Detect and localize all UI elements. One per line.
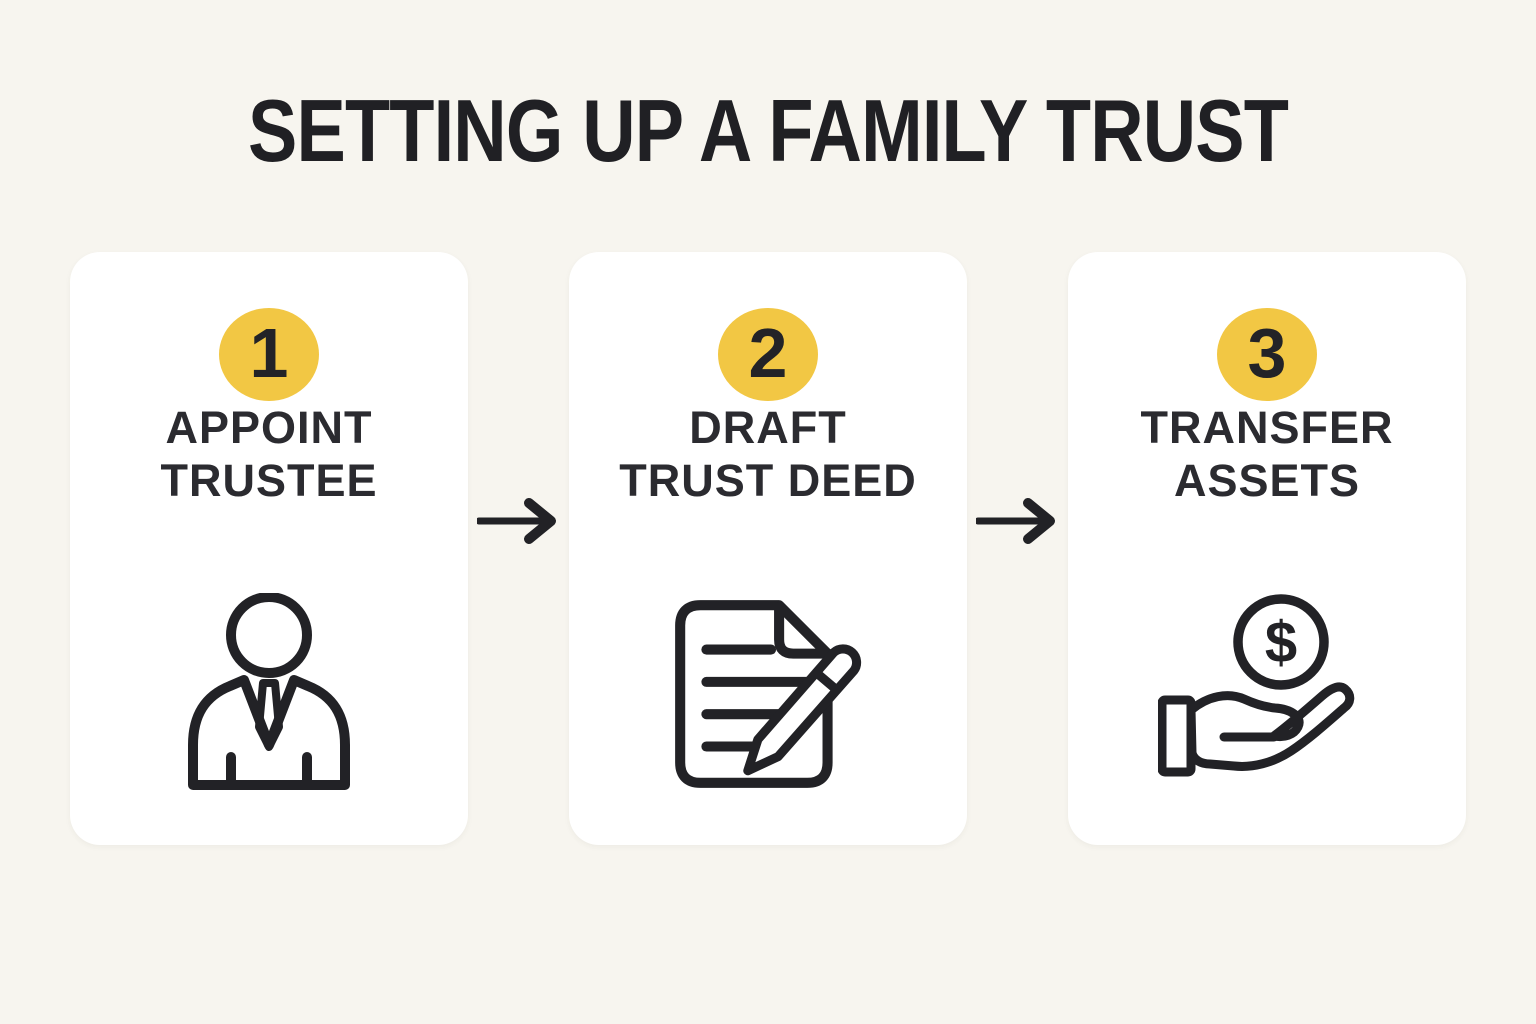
page-title-text: SETTING UP A FAMILY TRUST <box>247 81 1289 180</box>
step-1-label-line1: APPOINT <box>165 402 373 453</box>
dollar-sign-icon: $ <box>1265 610 1297 675</box>
step-2-label-line2: TRUST DEED <box>619 455 917 506</box>
step-card-draft-trust-deed: 2 DRAFT TRUST DEED <box>569 252 967 845</box>
right-arrow-icon <box>476 497 561 545</box>
step-card-transfer-assets: 3 TRANSFER ASSETS $ <box>1068 252 1466 845</box>
step-3-label: TRANSFER ASSETS <box>1141 401 1394 507</box>
step-2-number: 2 <box>748 313 788 392</box>
trustee-person-icon <box>179 593 359 795</box>
step-2-badge: 2 <box>718 308 818 401</box>
step-3-label-line2: ASSETS <box>1173 455 1361 506</box>
step-1-badge: 1 <box>219 308 319 401</box>
page-title: SETTING UP A FAMILY TRUST <box>0 80 1536 182</box>
money-hand-icon: $ <box>1158 593 1376 795</box>
step-card-appoint-trustee: 1 APPOINT TRUSTEE <box>70 252 468 845</box>
step-3-label-line1: TRANSFER <box>1140 402 1394 453</box>
step-3-number: 3 <box>1247 313 1287 392</box>
step-1-label-line2: TRUSTEE <box>160 455 378 506</box>
step-2-label-line1: DRAFT <box>689 402 847 453</box>
step-2-label: DRAFT TRUST DEED <box>619 401 917 507</box>
right-arrow-icon <box>975 497 1060 545</box>
step-1-number: 1 <box>249 313 289 392</box>
steps-row: 1 APPOINT TRUSTEE 2 DRAFT T <box>70 252 1466 845</box>
trust-deed-document-icon <box>662 593 874 795</box>
step-3-badge: 3 <box>1217 308 1317 401</box>
step-1-label: APPOINT TRUSTEE <box>160 401 377 507</box>
